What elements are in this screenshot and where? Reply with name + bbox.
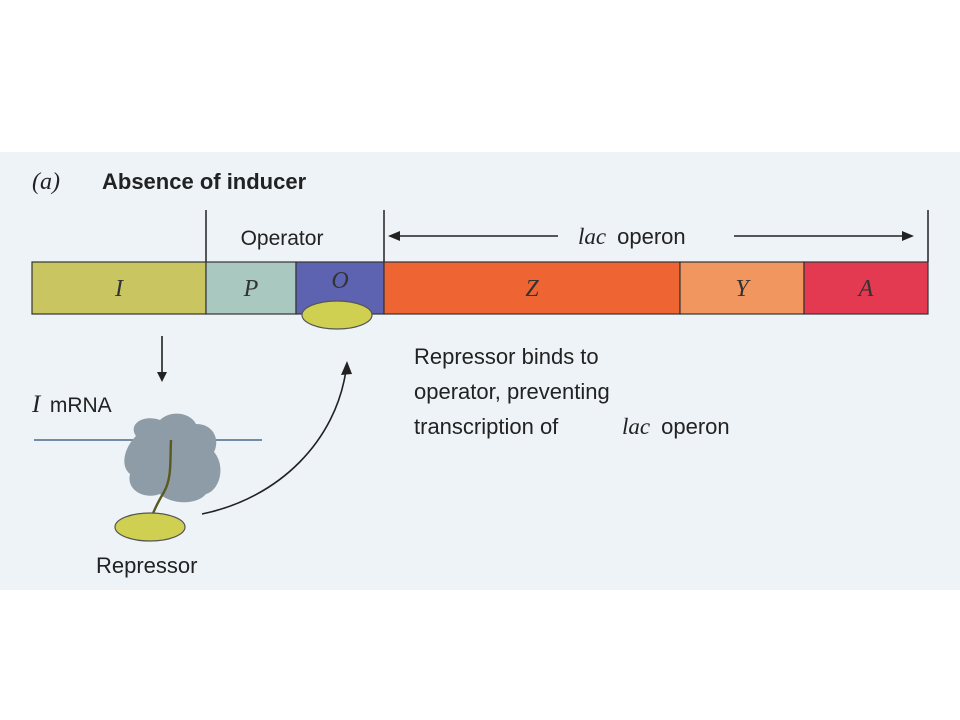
gene-label-a: A (857, 276, 874, 302)
ribosome (124, 413, 221, 503)
panel-title: Absence of inducer (102, 169, 307, 194)
i-mrna-label-italic: I (31, 391, 42, 418)
gene-segment-a (803, 261, 929, 315)
caption-line-2: operator, preventing (414, 379, 610, 404)
gene-label-o: O (331, 268, 348, 294)
caption-line-3-italic: lac (622, 414, 650, 439)
caption-line-3-prefix: transcription of (414, 414, 564, 439)
free-repressor (114, 512, 186, 542)
caption-line-1: Repressor binds to (414, 344, 599, 369)
gene-segment-p (205, 261, 297, 315)
operon-arrowhead-left (388, 231, 400, 241)
caption-line-3-suffix: operon (655, 414, 730, 439)
i-mrna-label: mRNA (44, 394, 112, 417)
gene-label-y: Y (735, 276, 751, 302)
gene-label-i: I (114, 276, 124, 302)
operon-arrowhead-right (902, 231, 914, 241)
gene-label-p: P (243, 276, 259, 302)
gene-label-z: Z (525, 276, 539, 302)
lac-operon-label-italic: lac (578, 224, 606, 249)
bound-repressor (301, 300, 373, 330)
repressor-label: Repressor (96, 553, 197, 578)
nascent-polypeptide (150, 439, 173, 517)
lac-operon-label: operon (611, 224, 686, 249)
binding-arrowhead (341, 361, 352, 375)
binding-arrow (201, 369, 347, 515)
panel-label: (a) (32, 169, 60, 195)
gene-segment-i (31, 261, 207, 315)
transcription-arrowhead (157, 372, 167, 382)
operator-label: Operator (241, 227, 324, 250)
